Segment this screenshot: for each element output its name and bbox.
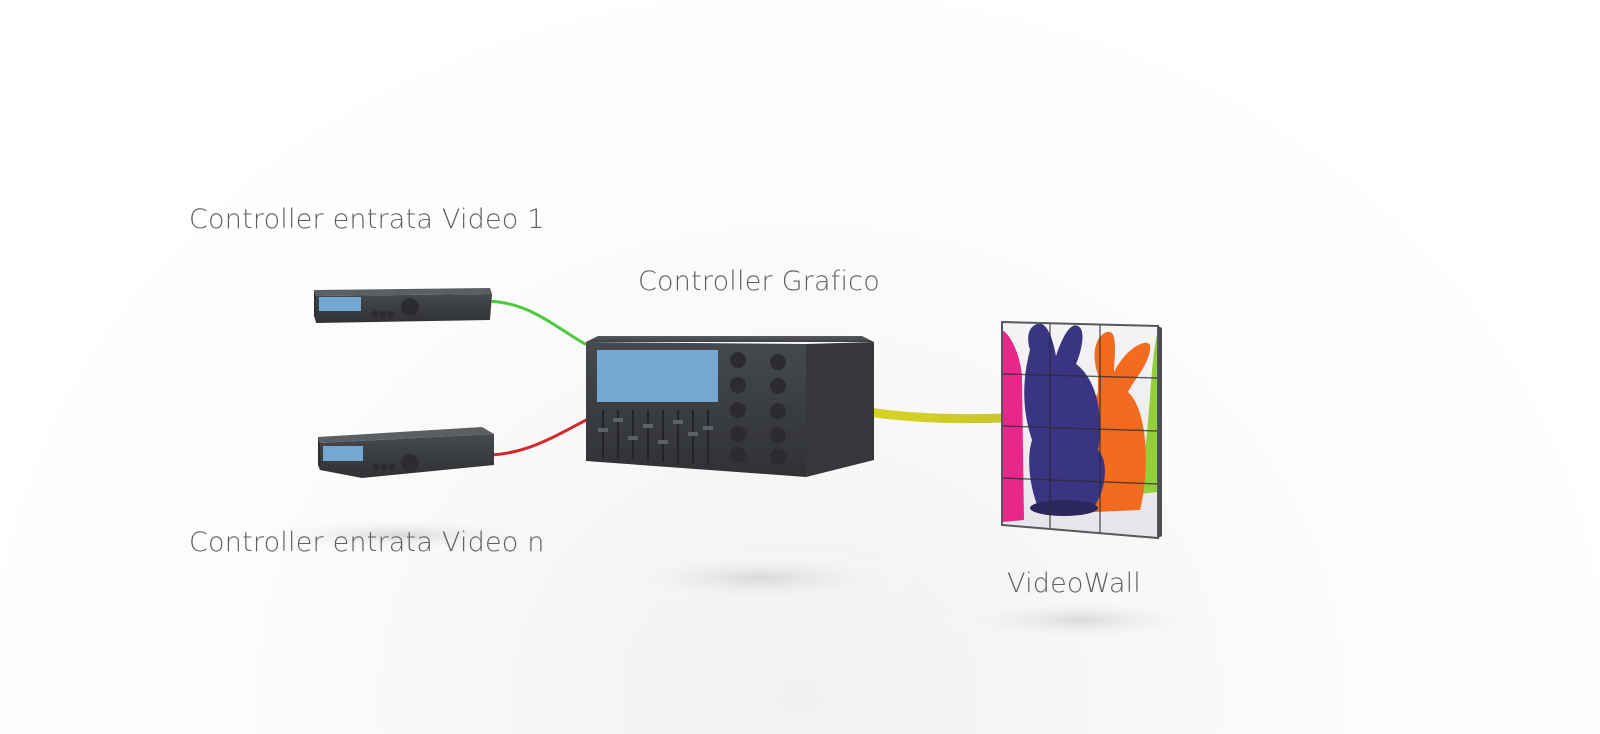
input-controller-1-device	[314, 288, 492, 323]
graphic-controller-faders	[602, 410, 709, 465]
graphic-controller-label: Controller Grafico	[638, 266, 880, 297]
input-controller-1-screen	[319, 297, 361, 311]
input-controller-n-shadow	[250, 517, 550, 553]
videowall-panel-grid	[1001, 323, 1159, 533]
graphic-controller-device	[586, 336, 874, 477]
input-controller-n-label: Controller entrata Video n	[189, 527, 545, 558]
graphic-controller-screen	[597, 350, 718, 402]
input-controller-1-label: Controller entrata Video 1	[189, 204, 545, 235]
input-controller-n-screen	[323, 446, 363, 461]
green-figure	[1127, 330, 1158, 495]
input-controller-n-knob	[401, 454, 419, 472]
videowall-device	[1001, 320, 1162, 540]
input-controller-n-device	[318, 427, 494, 478]
videowall-label: VideoWall	[1007, 568, 1141, 599]
graphic-controller-shadow	[600, 552, 920, 604]
graphic-controller-knobs	[730, 352, 786, 465]
videowall-shadow	[940, 598, 1220, 642]
input-controller-1-knob	[401, 298, 419, 316]
purple-figure	[1024, 323, 1105, 512]
